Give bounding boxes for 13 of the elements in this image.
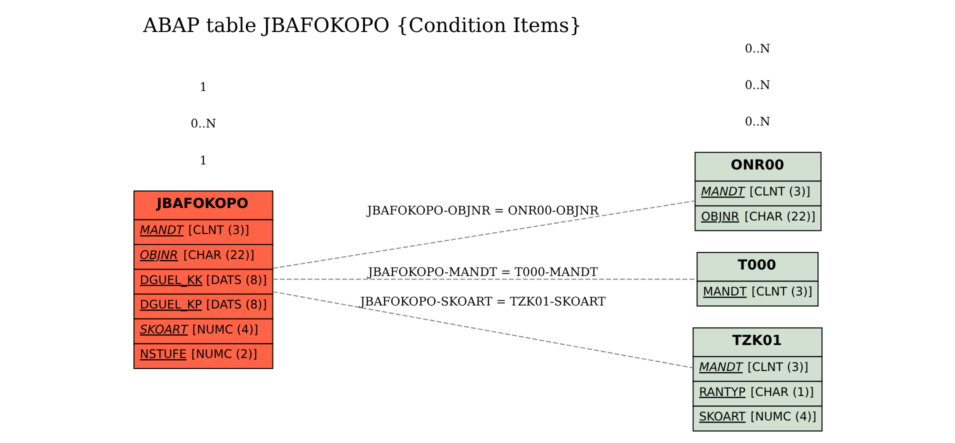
- edge-label: JBAFOKOPO-OBJNR = ONR00-OBJNR: [366, 203, 598, 218]
- edge-label: JBAFOKOPO-SKOART = TZK01-SKOART: [360, 294, 606, 309]
- label: 0..N: [744, 41, 770, 56]
- label: 1: [199, 80, 207, 94]
- label: 1: [199, 153, 207, 168]
- label: 0..N: [190, 116, 216, 131]
- connector: [272, 291, 693, 368]
- label: 0..N: [744, 114, 770, 129]
- connector: [272, 278, 697, 280]
- diagram-title: ABAP table JBAFOKOPO {Condition Items}: [142, 14, 582, 37]
- connector: [272, 200, 694, 269]
- edge-label: JBAFOKOPO-MANDT = T000-MANDT: [368, 264, 598, 279]
- label: 0..N: [744, 78, 770, 92]
